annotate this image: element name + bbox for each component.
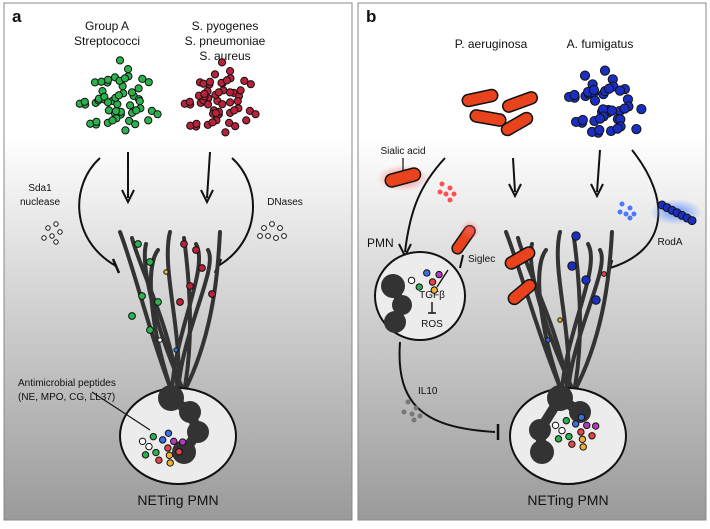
green-cocci-cluster bbox=[75, 56, 162, 135]
arrow-red-head-icon bbox=[200, 189, 214, 205]
arrow-conidia-head-icon bbox=[590, 183, 604, 199]
inhibition-arc-right bbox=[217, 157, 254, 267]
sialic-acid-label: Sialic acid bbox=[380, 146, 425, 157]
ros-label: ROS bbox=[421, 319, 443, 330]
il10-arc bbox=[398, 341, 496, 433]
sialic-rod bbox=[384, 167, 422, 188]
sda1-label-1: Sda1 bbox=[28, 183, 52, 194]
granules-pmn bbox=[407, 269, 443, 294]
pathogen-label-3: S. aureus bbox=[199, 49, 250, 63]
tgfb-inhibition-icon bbox=[428, 302, 436, 314]
inhibition-bar-left-icon bbox=[111, 258, 121, 274]
footer-a: NETing PMN bbox=[137, 492, 218, 508]
net-strands-a bbox=[118, 230, 222, 394]
group-a-label-1: Group A bbox=[85, 19, 129, 33]
fumigatus-label: A. fumigatus bbox=[567, 37, 634, 51]
arrow-rods-head-icon bbox=[508, 183, 522, 199]
dnases-label: DNases bbox=[267, 197, 303, 208]
group-a-label-2: Streptococci bbox=[74, 34, 140, 48]
arrow-green-head-icon bbox=[121, 189, 135, 205]
il10-label: IL10 bbox=[418, 386, 438, 397]
arrow-red-down bbox=[206, 151, 211, 199]
pmn-nucleus-b2 bbox=[529, 385, 591, 464]
pathogen-label-2: S. pneumoniae bbox=[185, 34, 266, 48]
tgfb-label: TGFβ bbox=[419, 290, 445, 301]
aeruginosa-label: P. aeruginosa bbox=[455, 37, 528, 51]
roda-conidia-chain bbox=[657, 200, 697, 226]
granules-b bbox=[551, 413, 600, 451]
peptides-label-2: (NE, MPO, CG, LL37) bbox=[18, 392, 115, 403]
sda1-enzyme-dots-icon bbox=[41, 221, 63, 245]
siglec-receptor-icon bbox=[459, 254, 464, 269]
panel-b-letter: b bbox=[366, 7, 376, 26]
sda1-label-2: nuclease bbox=[20, 197, 60, 208]
inhibition-arc-left bbox=[78, 157, 117, 267]
roda-label: RodA bbox=[657, 237, 682, 248]
net-strands-b bbox=[504, 230, 614, 394]
arrow-to-pmn bbox=[404, 157, 446, 253]
panel-a-letter: a bbox=[12, 7, 22, 26]
peptides-pointer bbox=[91, 391, 151, 431]
panel-a: a Group A Streptococci S. pyogenes S. pn… bbox=[3, 2, 353, 521]
footer-b: NETing PMN bbox=[527, 492, 608, 508]
pathogen-label-1: S. pyogenes bbox=[192, 19, 259, 33]
red-cocci-cluster bbox=[180, 58, 260, 137]
red-dots-icon bbox=[437, 181, 457, 203]
grey-dots-icon bbox=[401, 399, 423, 423]
dnase-enzyme-dots-icon bbox=[257, 221, 287, 241]
granules-a bbox=[138, 429, 187, 467]
blue-dots-icon bbox=[617, 201, 637, 221]
pmn-label: PMN bbox=[367, 236, 394, 250]
arrow-rods-down bbox=[512, 157, 516, 193]
panel-b: b P. aeruginosa A. fumigatus Sialic acid bbox=[357, 2, 707, 521]
arrow-conidia-down bbox=[596, 149, 601, 193]
pseudomonas-rods bbox=[461, 88, 539, 137]
peptides-label-1: Antimicrobial peptides bbox=[18, 378, 116, 389]
pmn-nucleus-b bbox=[381, 274, 412, 333]
siglec-glow bbox=[460, 220, 480, 240]
siglec-label: Siglec bbox=[468, 254, 495, 265]
siglec-signal-arrow bbox=[436, 269, 449, 288]
pmn-nucleus-a bbox=[158, 385, 209, 464]
aspergillus-conidia bbox=[564, 65, 647, 138]
